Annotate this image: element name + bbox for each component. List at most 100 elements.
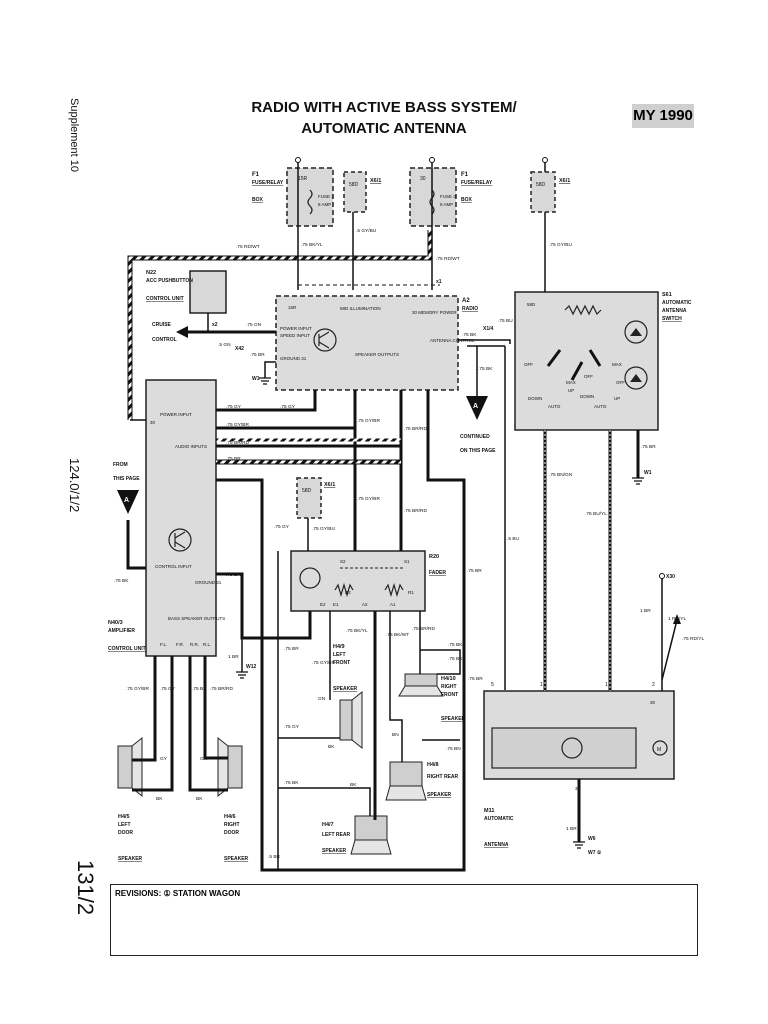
radio-power-input: POWER INPUT [280, 326, 312, 331]
fuse-box-right: 30 FUSE 3 8 AMP [409, 167, 457, 227]
fuse-right-terminal: 30 [420, 176, 426, 182]
amp-control-input: CONTROL INPUT [155, 564, 192, 569]
amp-power-input: POWER INPUT [160, 412, 192, 417]
m11-term1a: 1 [540, 682, 543, 688]
x6-1-right-terminal: 58D [536, 182, 546, 188]
fuse-left-label: FUSE 1 [318, 194, 334, 199]
speaker-right-front [398, 673, 444, 697]
fader-s2: S2 [340, 559, 346, 564]
radio-memory-power: 30 MEMORY POWER [412, 310, 457, 315]
amp-rr: R.R. [190, 642, 199, 647]
wire-label: .75 GY [284, 724, 300, 730]
h4-10-id: H4/10 [441, 676, 456, 682]
h4-8-sub: SPEAKER [427, 792, 452, 798]
n22-name: ACC PUSHBUTTON [146, 278, 193, 284]
speaker-left-rear [350, 815, 392, 855]
continued-letter-from: A [124, 497, 129, 504]
continued-arrow-to: A [466, 396, 488, 420]
wire-label: 1 BR [566, 826, 577, 832]
h4-7-id: H4/7 [322, 822, 334, 828]
wire-label: .75 BK/YL [301, 242, 323, 248]
wire-label: .75 BR [284, 646, 299, 652]
wire-label: .75 BR [467, 568, 482, 574]
connector-x42: X42 [235, 346, 244, 352]
connector-x6-1-top: 58D [343, 171, 367, 213]
diagram-title-line1: RADIO WITH ACTIVE BASS SYSTEM/ [251, 99, 517, 116]
radio-id: A2 [462, 298, 470, 304]
x6-1-top-id: X6/1 [370, 178, 381, 184]
fader-a1: A1 [390, 602, 396, 607]
fader-e2: E2 [320, 602, 326, 607]
connector-w1: W1 [252, 376, 260, 382]
h4-6-id: H4/6 [224, 814, 236, 820]
speaker-left-door [117, 736, 143, 798]
wire-label: .75 BU/YL [585, 511, 607, 517]
amp-audio-inputs: AUDIO INPUTS [175, 444, 207, 449]
x6-1-mid-id: X6/1 [324, 482, 335, 488]
h4-8-name: RIGHT REAR [427, 774, 459, 780]
s61-up2: UP [614, 396, 620, 401]
wire-label: .75 BR [468, 676, 483, 682]
m11-name: AUTOMATIC [484, 816, 514, 822]
fader-r1: R1 [408, 590, 414, 595]
wire-label: .75 GY [160, 686, 176, 692]
s61-off2: OFF [584, 374, 593, 379]
m11-sub: ANTENNA [484, 842, 509, 848]
wire-label: BN [392, 732, 399, 738]
wire-label: .75 BR/RD [210, 686, 233, 692]
connector-x6-1-right: 58D [530, 171, 556, 213]
amp-fl: F.L. [160, 642, 167, 647]
wire-label: .5 BU [507, 536, 520, 542]
n22-sub: CONTROL UNIT [146, 296, 184, 302]
wire-label: .75 BK/YL [346, 628, 368, 634]
s61-max: MAX [566, 380, 576, 385]
fuse-left-name: FUSE/RELAY [252, 180, 284, 186]
connector-w12: W12 [246, 664, 257, 670]
wire-label: .75 BN [446, 746, 461, 752]
wire-label: .75 GY/BR [312, 660, 335, 666]
fuse-left-amp: 8 AMP [318, 202, 331, 207]
wire-label: .75 BR/RD [404, 508, 427, 514]
wire-label: .75 RD/WT [436, 256, 460, 262]
wire-label: .75 BR [226, 572, 241, 578]
h4-5-sub2: SPEAKER [118, 856, 143, 862]
connector-x1: x1 [436, 279, 442, 285]
wire-label: GN [200, 756, 208, 762]
radio-name: RADIO [462, 306, 478, 312]
continued-to-sub: ON THIS PAGE [460, 448, 496, 454]
wire-label: BK [328, 744, 335, 750]
h4-8-id: H4/8 [427, 762, 439, 768]
s61-up: UP [568, 388, 574, 393]
connector-w1-right: W1 [644, 470, 652, 476]
fader-s1: S1 [404, 559, 410, 564]
wire-label: GY [160, 756, 168, 762]
diagram-title-line2: AUTOMATIC ANTENNA [301, 120, 467, 137]
wire-label: .75 GY/BR [126, 686, 149, 692]
amp-id: N40/3 [108, 620, 123, 626]
wire-label: .75 BN/GN [549, 472, 573, 478]
wire-label: .75 BU [498, 318, 513, 324]
amp-name: AMPLIFIER [108, 628, 135, 634]
wire-label: .75 GY [226, 404, 242, 410]
s61-name: AUTOMATIC [662, 300, 692, 306]
wire-label: .75 RD/WT [236, 244, 260, 250]
continued-letter-to: A [473, 403, 478, 410]
connector-x6-1-mid: 58D [296, 477, 322, 519]
m11-id: M11 [484, 808, 494, 814]
wire-labels: .75 RD/WT .75 BK/YL .5 GY/BU .75 RD/WT .… [114, 228, 704, 860]
wires [126, 157, 681, 872]
x6-1-right-id: X6/1 [559, 178, 570, 184]
speaker-right-door [217, 736, 243, 798]
connector-w6: W6 [588, 836, 596, 842]
n22-id: N22 [146, 270, 156, 276]
s61-off3: OFF [616, 380, 625, 385]
x6-1-mid-terminal: 58D [302, 488, 312, 494]
radio-unit: 15R 58D ILLUMINATION 30 MEMORY POWER POW… [275, 295, 475, 391]
wire-label: BK [196, 796, 203, 802]
fuse-right-amp: 8 AMP [440, 202, 453, 207]
radio-speed-input: SPEED INPUT [280, 333, 310, 338]
continued-from-sub: THIS PAGE [113, 476, 140, 482]
connector-x30: X30 [666, 574, 675, 580]
wire-label: .75 BR/RD [412, 626, 435, 632]
wire-label: .75 GY/BR [357, 418, 380, 424]
